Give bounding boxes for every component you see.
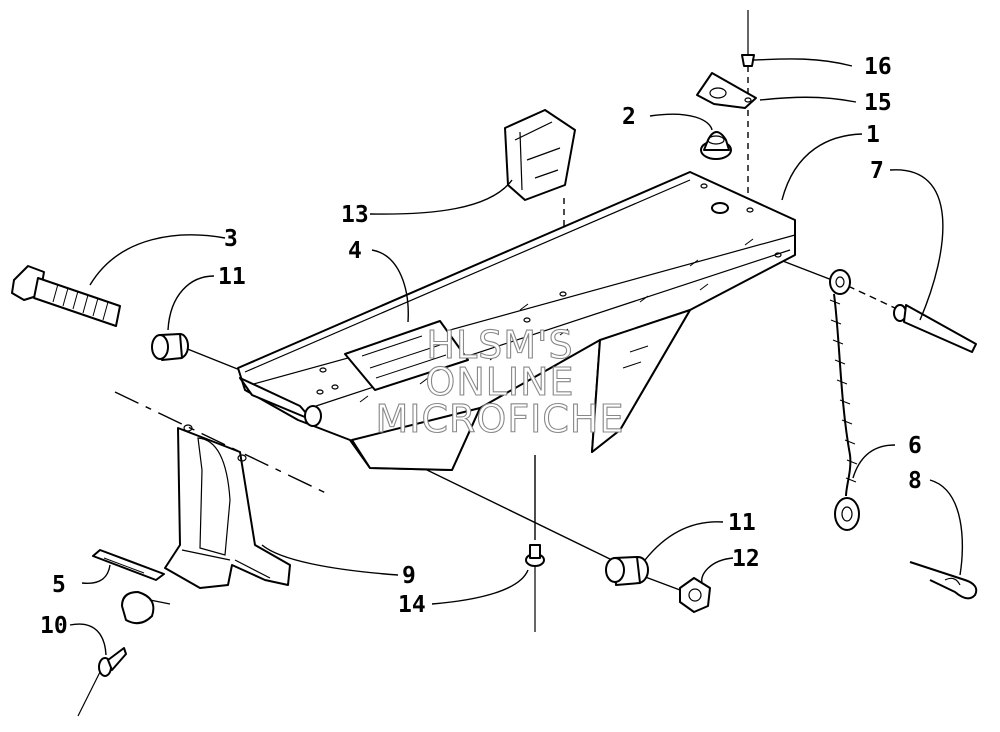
decal: [344, 320, 469, 391]
callout-11-bottom: 11: [728, 510, 756, 536]
grommet: [700, 131, 732, 160]
bolt: [11, 265, 121, 327]
callout-5: 5: [52, 572, 66, 598]
pin: [893, 304, 977, 353]
callout-14: 14: [398, 592, 426, 618]
callout-16: 16: [864, 54, 892, 80]
hair-pin: [909, 561, 978, 600]
plate: [696, 72, 757, 109]
nut: [679, 577, 711, 613]
bracket: [164, 424, 291, 589]
watermark-line-3: MICROFICHE: [375, 397, 624, 441]
watermark: HLSM'S ONLINE MICROFICHE: [375, 322, 624, 441]
bushing: [151, 333, 189, 361]
callout-13: 13: [341, 202, 369, 228]
base-plate: [237, 171, 796, 471]
tether: [829, 269, 860, 531]
leader-lines: [69, 58, 964, 656]
watermark-line-1: HLSM'S: [426, 323, 573, 367]
screw: [741, 10, 755, 67]
callouts: 16 15 2 1 7 13 4 3 11 6 8 11 12 9 5 10 1…: [40, 54, 922, 639]
callout-6: 6: [908, 433, 922, 459]
callout-15: 15: [864, 90, 892, 116]
clip: [504, 109, 576, 201]
watermark-line-2: ONLINE: [425, 360, 574, 404]
callout-1: 1: [866, 122, 880, 148]
bushing: [605, 556, 649, 586]
callout-11-top: 11: [218, 264, 246, 290]
knob-rivet: [77, 591, 171, 717]
callout-7: 7: [870, 158, 884, 184]
callout-8: 8: [908, 468, 922, 494]
callout-4: 4: [348, 238, 362, 264]
callout-10: 10: [40, 613, 68, 639]
rivet: [525, 544, 545, 632]
callout-3: 3: [224, 226, 238, 252]
callout-2: 2: [622, 104, 636, 130]
callout-9: 9: [402, 563, 416, 589]
pad: [92, 549, 165, 581]
callout-12: 12: [732, 546, 760, 572]
